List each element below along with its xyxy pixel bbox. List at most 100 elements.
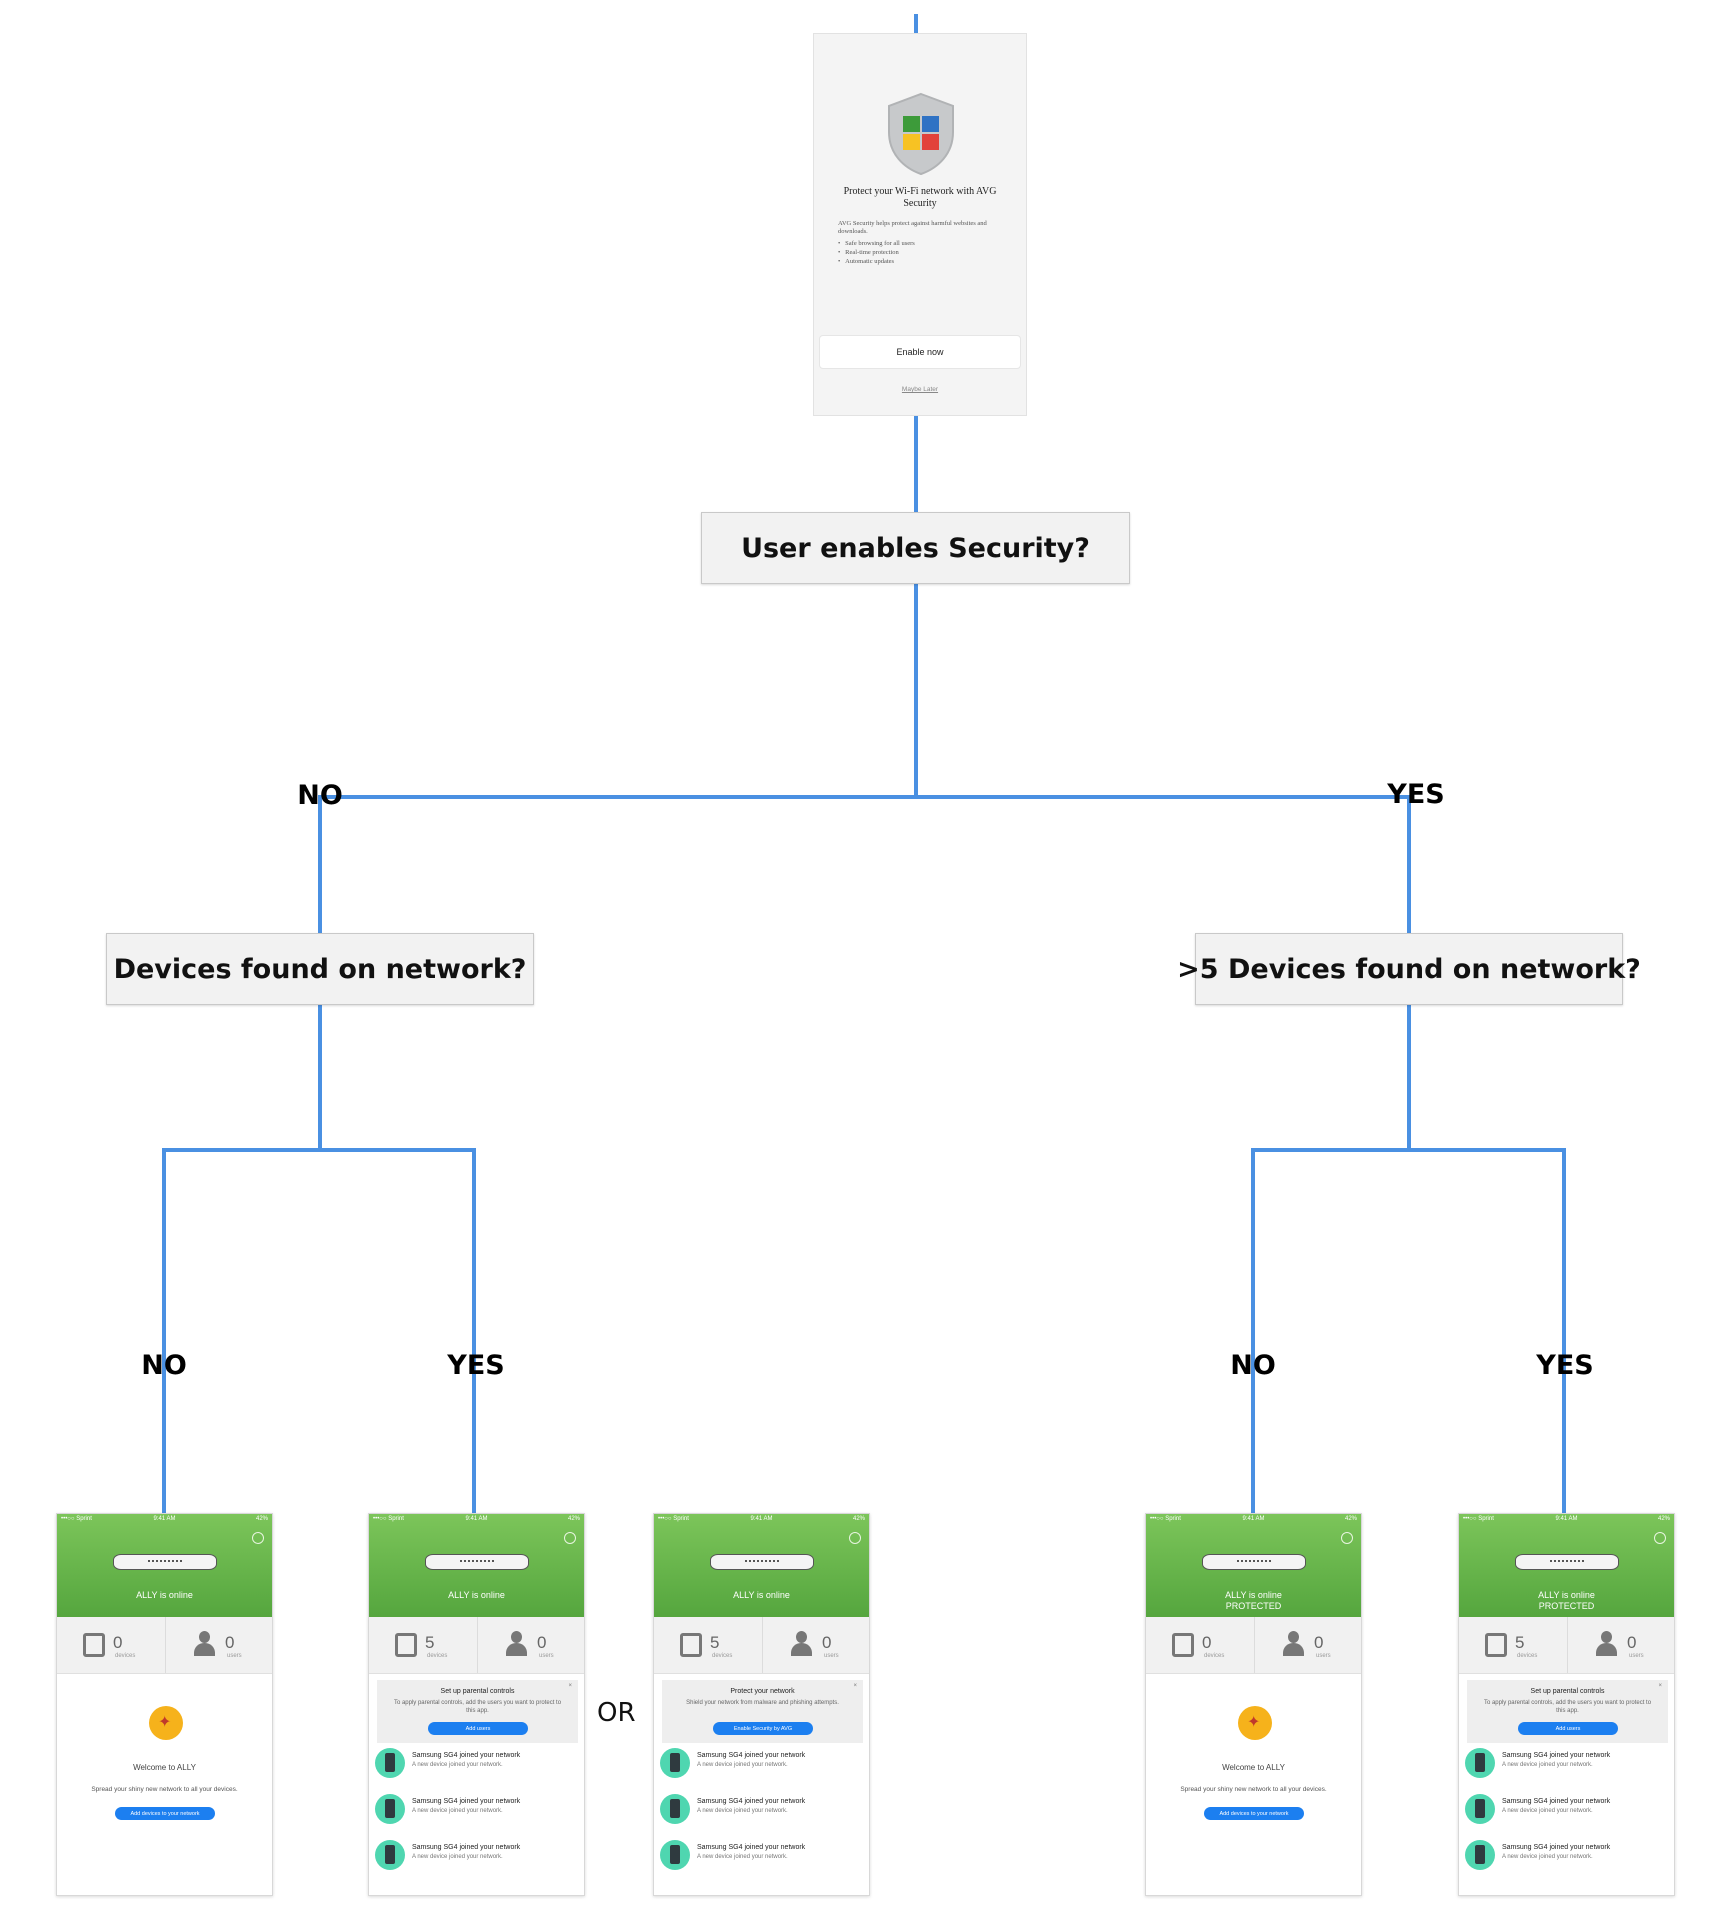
phone-icon bbox=[660, 1794, 690, 1824]
device-item-title: Samsung SG4 joined your network bbox=[412, 1844, 521, 1851]
avg-shield-icon bbox=[888, 92, 954, 176]
device-item-subtitle: A new device joined your network. bbox=[697, 1808, 788, 1814]
connector-left-decision-down bbox=[318, 1005, 322, 1150]
device-count: 5 bbox=[425, 1633, 435, 1652]
tablet-icon bbox=[395, 1633, 417, 1657]
welcome-title: Welcome to ALLY bbox=[133, 1763, 196, 1772]
device-item-title: Samsung SG4 joined your network bbox=[1502, 1752, 1611, 1759]
maybe-later-link[interactable]: Maybe Later bbox=[901, 386, 939, 393]
device-count: 5 bbox=[1515, 1633, 1525, 1652]
counter-divider bbox=[164, 1617, 166, 1673]
app-header: •••○○ Sprint 9:41 AM 42% ALLY is online … bbox=[1459, 1514, 1674, 1617]
gear-icon[interactable] bbox=[1654, 1532, 1666, 1544]
device-count: 5 bbox=[710, 1633, 720, 1652]
device-list-item[interactable]: Samsung SG4 joined your network A new de… bbox=[660, 1840, 865, 1874]
network-status: ALLY is online bbox=[654, 1590, 869, 1601]
edge-label-yes-right: YES bbox=[1536, 1350, 1594, 1381]
device-list-item[interactable]: Samsung SG4 joined your network A new de… bbox=[660, 1748, 865, 1782]
user-count-label: users bbox=[1316, 1653, 1331, 1659]
user-count-label: users bbox=[824, 1653, 839, 1659]
device-item-title: Samsung SG4 joined your network bbox=[1502, 1844, 1611, 1851]
device-item-subtitle: A new device joined your network. bbox=[412, 1854, 503, 1860]
connector-left-no bbox=[162, 1148, 166, 1513]
tablet-icon bbox=[680, 1633, 702, 1657]
device-item-subtitle: A new device joined your network. bbox=[1502, 1762, 1593, 1768]
gear-icon[interactable] bbox=[1341, 1532, 1353, 1544]
close-icon[interactable]: × bbox=[853, 1683, 857, 1689]
network-status: ALLY is online bbox=[369, 1590, 584, 1601]
counters-bar: 5 devices 0 users bbox=[1459, 1617, 1674, 1674]
device-item-subtitle: A new device joined your network. bbox=[412, 1762, 503, 1768]
gear-icon[interactable] bbox=[252, 1532, 264, 1544]
network-status-line1: ALLY is online bbox=[1225, 1590, 1282, 1600]
counters-bar: 0 devices 0 users bbox=[1146, 1617, 1361, 1674]
avg-bullet-text: Safe browsing for all users bbox=[845, 240, 915, 247]
device-list-item[interactable]: Samsung SG4 joined your network A new de… bbox=[375, 1748, 580, 1782]
security-card: × Protect your network Shield your netwo… bbox=[662, 1680, 863, 1743]
router-icon bbox=[1515, 1554, 1619, 1570]
network-status-line2: PROTECTED bbox=[1225, 1601, 1282, 1611]
device-list-item[interactable]: Samsung SG4 joined your network A new de… bbox=[375, 1794, 580, 1828]
close-icon[interactable]: × bbox=[568, 1683, 572, 1689]
app-header: •••○○ Sprint 9:41 AM 42% ALLY is online bbox=[654, 1514, 869, 1617]
phone-icon bbox=[1465, 1748, 1495, 1778]
app-header: •••○○ Sprint 9:41 AM 42% ALLY is online bbox=[369, 1514, 584, 1617]
avg-description: AVG Security helps protect against harmf… bbox=[838, 220, 987, 235]
add-users-button[interactable]: Add users bbox=[1518, 1722, 1618, 1735]
welcome-title: Welcome to ALLY bbox=[1222, 1763, 1285, 1772]
device-list-item[interactable]: Samsung SG4 joined your network A new de… bbox=[1465, 1840, 1670, 1874]
device-list-item[interactable]: Samsung SG4 joined your network A new de… bbox=[660, 1794, 865, 1828]
add-devices-button[interactable]: Add devices to your network bbox=[115, 1807, 215, 1820]
status-bar: •••○○ Sprint 9:41 AM 42% bbox=[1150, 1516, 1357, 1526]
close-icon[interactable]: × bbox=[1658, 1683, 1662, 1689]
device-item-title: Samsung SG4 joined your network bbox=[412, 1752, 521, 1759]
edge-label-yes-left: YES bbox=[447, 1350, 505, 1381]
card-body: Shield your network from malware and phi… bbox=[686, 1700, 839, 1706]
phone-screen-protected-parental: •••○○ Sprint 9:41 AM 42% ALLY is online … bbox=[1458, 1513, 1675, 1896]
user-count: 0 bbox=[225, 1633, 235, 1652]
device-list-item[interactable]: Samsung SG4 joined your network A new de… bbox=[1465, 1794, 1670, 1828]
counters-bar: 5 devices 0 users bbox=[654, 1617, 869, 1674]
user-count-label: users bbox=[539, 1653, 554, 1659]
phone-screen-protected-welcome: •••○○ Sprint 9:41 AM 42% ALLY is online … bbox=[1145, 1513, 1362, 1896]
enable-security-button[interactable]: Enable Security by AVG bbox=[713, 1722, 813, 1735]
connector-left-yes bbox=[472, 1148, 476, 1513]
device-item-subtitle: A new device joined your network. bbox=[1502, 1854, 1593, 1860]
gear-icon[interactable] bbox=[849, 1532, 861, 1544]
enable-now-button[interactable]: Enable now bbox=[819, 335, 1021, 369]
device-count-label: devices bbox=[427, 1653, 448, 1659]
battery-text: 42% bbox=[1657, 1516, 1670, 1522]
decision-devices: Devices found on network? bbox=[106, 933, 534, 1005]
avg-bullet-text: Automatic updates bbox=[845, 258, 895, 265]
phone-icon bbox=[1465, 1840, 1495, 1870]
connector-horizontal-main bbox=[318, 795, 1411, 799]
phone-screen-security-upsell: •••○○ Sprint 9:41 AM 42% ALLY is online … bbox=[653, 1513, 870, 1896]
parental-controls-card: × Set up parental controls To apply pare… bbox=[377, 1680, 578, 1743]
avg-bullet: • Safe browsing for all users bbox=[838, 240, 915, 247]
parental-controls-card: × Set up parental controls To apply pare… bbox=[1467, 1680, 1668, 1743]
edge-label-yes-main: YES bbox=[1387, 779, 1445, 810]
card-title: Set up parental controls bbox=[1530, 1688, 1605, 1695]
status-bar: •••○○ Sprint 9:41 AM 42% bbox=[61, 1516, 268, 1526]
card-title: Set up parental controls bbox=[440, 1688, 515, 1695]
gear-icon[interactable] bbox=[564, 1532, 576, 1544]
time-text: 9:41 AM bbox=[465, 1516, 488, 1522]
device-item-subtitle: A new device joined your network. bbox=[697, 1762, 788, 1768]
decision-security: User enables Security? bbox=[701, 512, 1130, 584]
network-status-line2: PROTECTED bbox=[1538, 1601, 1595, 1611]
counters-bar: 0 devices 0 users bbox=[57, 1617, 272, 1674]
network-status-line1: ALLY is online bbox=[1538, 1590, 1595, 1600]
add-devices-button[interactable]: Add devices to your network bbox=[1204, 1807, 1304, 1820]
add-users-button[interactable]: Add users bbox=[428, 1722, 528, 1735]
carrier-text: •••○○ Sprint bbox=[61, 1516, 92, 1522]
device-item-subtitle: A new device joined your network. bbox=[412, 1808, 503, 1814]
battery-text: 42% bbox=[852, 1516, 865, 1522]
edge-label-no-left: NO bbox=[141, 1350, 187, 1381]
router-icon bbox=[1202, 1554, 1306, 1570]
user-count: 0 bbox=[1627, 1633, 1637, 1652]
user-icon bbox=[1595, 1631, 1617, 1657]
phone-icon bbox=[660, 1840, 690, 1870]
device-item-title: Samsung SG4 joined your network bbox=[697, 1752, 806, 1759]
device-list-item[interactable]: Samsung SG4 joined your network A new de… bbox=[1465, 1748, 1670, 1782]
device-list-item[interactable]: Samsung SG4 joined your network A new de… bbox=[375, 1840, 580, 1874]
